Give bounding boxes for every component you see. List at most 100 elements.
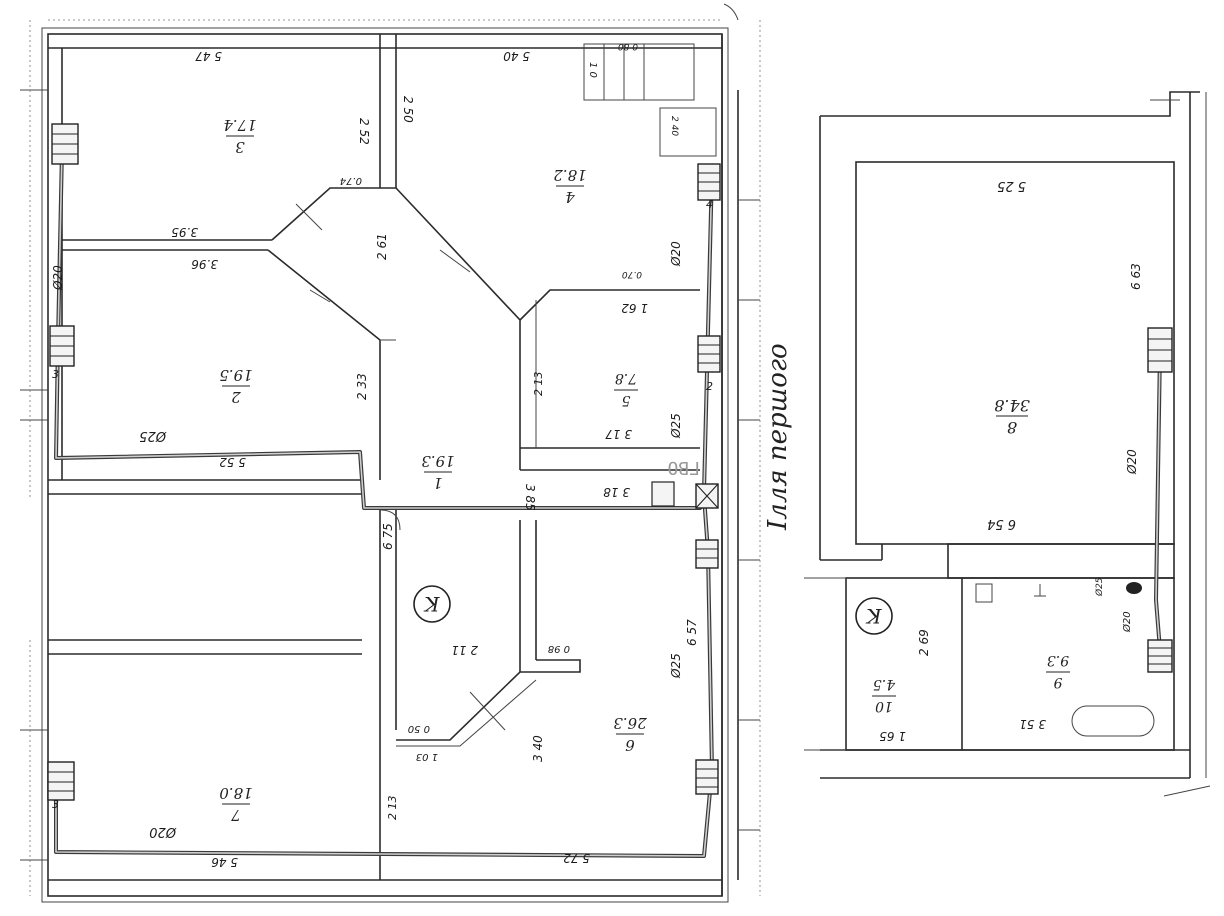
svg-text:19.3: 19.3 bbox=[421, 452, 454, 470]
svg-text:Ø20: Ø20 bbox=[1121, 611, 1133, 633]
svg-text:9: 9 bbox=[1053, 674, 1062, 690]
svg-text:0.74: 0.74 bbox=[340, 175, 362, 186]
gas-meter-mark bbox=[1126, 582, 1142, 594]
svg-text:1 0: 1 0 bbox=[587, 62, 598, 78]
svg-text:5 40: 5 40 bbox=[503, 49, 530, 63]
room-label-10: 10 4.5 bbox=[872, 676, 896, 714]
room-label-6: 6 26.3 bbox=[613, 714, 647, 754]
svg-text:10: 10 bbox=[875, 698, 893, 714]
svg-text:Ø20: Ø20 bbox=[669, 241, 683, 267]
svg-text:K: K bbox=[423, 592, 440, 616]
room-label-7: 7 18.0 bbox=[219, 784, 253, 824]
svg-text:2 69: 2 69 bbox=[917, 629, 931, 656]
svg-text:3: 3 bbox=[235, 138, 245, 156]
svg-text:9.3: 9.3 bbox=[1047, 652, 1069, 668]
svg-text:Ø25: Ø25 bbox=[139, 428, 167, 443]
svg-text:3 18: 3 18 bbox=[603, 485, 630, 499]
room-label-1: 1 19.3 bbox=[421, 452, 454, 492]
svg-text:6: 6 bbox=[625, 736, 635, 754]
svg-text:3.96: 3.96 bbox=[191, 257, 218, 271]
radiator-room9 bbox=[1147, 639, 1173, 673]
radiator-tag: 3 bbox=[52, 368, 59, 381]
svg-text:5: 5 bbox=[621, 392, 630, 408]
boiler-marker-annex: K bbox=[855, 597, 893, 635]
svg-text:8: 8 bbox=[1007, 418, 1017, 437]
building-walls bbox=[20, 3, 761, 903]
svg-text:7: 7 bbox=[231, 806, 241, 824]
radiator-room7 bbox=[47, 761, 75, 801]
svg-text:0 98: 0 98 bbox=[548, 643, 570, 654]
svg-text:5 52: 5 52 bbox=[219, 455, 246, 469]
pipe-labels: Ø20 Ø25 Ø20 Ø25 Ø25 Ø20 Ø20 Ø20 Ø25 bbox=[51, 241, 1139, 839]
svg-text:18.0: 18.0 bbox=[219, 784, 253, 802]
svg-text:Ø25: Ø25 bbox=[1094, 577, 1105, 597]
room-label-3: 3 17.4 bbox=[223, 116, 256, 156]
svg-text:1 65: 1 65 bbox=[879, 729, 906, 743]
svg-text:5 46: 5 46 bbox=[211, 855, 238, 869]
svg-text:2 52: 2 52 bbox=[357, 118, 371, 145]
svg-text:6 54: 6 54 bbox=[987, 516, 1016, 531]
svg-text:1 62: 1 62 bbox=[621, 301, 648, 315]
radiator-room6b bbox=[695, 759, 719, 795]
svg-text:6 75: 6 75 bbox=[381, 523, 395, 550]
bathtub-shape bbox=[1071, 705, 1155, 737]
svg-text:2 61: 2 61 bbox=[375, 233, 389, 260]
room-label-4: 4 18.2 bbox=[553, 166, 586, 206]
radiator-room8 bbox=[1147, 327, 1173, 373]
room-label-8: 8 34.8 bbox=[994, 396, 1030, 437]
svg-text:7.8: 7.8 bbox=[615, 370, 637, 386]
svg-text:2 11: 2 11 bbox=[451, 643, 478, 657]
svg-text:2 33: 2 33 bbox=[355, 373, 369, 400]
svg-text:2 40: 2 40 bbox=[669, 116, 679, 136]
svg-text:3 51: 3 51 bbox=[1019, 717, 1046, 731]
sink-shape bbox=[975, 583, 993, 603]
meter-box bbox=[651, 481, 675, 507]
dimension-labels: 5 47 5 40 2 52 2 50 0.74 3.95 3.96 2 61 … bbox=[171, 41, 1143, 869]
svg-text:2 13: 2 13 bbox=[532, 372, 545, 397]
room-label-5: 5 7.8 bbox=[614, 370, 638, 408]
svg-text:5 25: 5 25 bbox=[997, 178, 1026, 193]
svg-text:5 72: 5 72 bbox=[563, 851, 590, 865]
boiler-box bbox=[695, 483, 719, 509]
svg-text:3.95: 3.95 bbox=[171, 225, 198, 239]
boiler-marker-main: K bbox=[413, 585, 451, 623]
radiator-room3 bbox=[51, 123, 79, 165]
svg-text:K: K bbox=[865, 604, 882, 628]
svg-text:1 03: 1 03 bbox=[416, 751, 438, 762]
svg-text:18.2: 18.2 bbox=[553, 166, 586, 184]
svg-text:5 47: 5 47 bbox=[195, 49, 222, 63]
svg-text:4.5: 4.5 bbox=[873, 676, 896, 692]
sheet-title: Ілля першого bbox=[763, 343, 793, 531]
svg-text:4: 4 bbox=[565, 188, 576, 206]
radiator-room6a bbox=[695, 539, 719, 569]
svg-text:3 85: 3 85 bbox=[523, 484, 537, 511]
room-label-9: 9 9.3 bbox=[1046, 652, 1070, 690]
svg-text:34.8: 34.8 bbox=[994, 396, 1030, 415]
svg-text:3 40: 3 40 bbox=[531, 735, 545, 762]
svg-text:Ø20: Ø20 bbox=[149, 824, 177, 839]
svg-text:1: 1 bbox=[433, 474, 443, 492]
svg-text:Ø20: Ø20 bbox=[1125, 449, 1139, 475]
svg-text:6 63: 6 63 bbox=[1129, 263, 1143, 290]
stamp-text: ГВО bbox=[667, 457, 700, 478]
svg-text:3 17: 3 17 bbox=[605, 427, 632, 441]
svg-text:2 13: 2 13 bbox=[386, 796, 399, 821]
radiator-room4 bbox=[697, 163, 721, 201]
svg-text:26.3: 26.3 bbox=[613, 714, 647, 732]
radiator-tag: 3 bbox=[52, 798, 59, 811]
svg-text:0 80: 0 80 bbox=[618, 41, 638, 51]
svg-text:2: 2 bbox=[231, 388, 242, 406]
svg-text:Ø20: Ø20 bbox=[51, 265, 65, 291]
room-label-2: 2 19.5 bbox=[219, 366, 252, 406]
svg-text:17.4: 17.4 bbox=[223, 116, 256, 134]
svg-text:19.5: 19.5 bbox=[219, 366, 252, 384]
svg-text:0.70: 0.70 bbox=[622, 269, 642, 279]
radiator-room5 bbox=[697, 335, 721, 373]
svg-text:Ø25: Ø25 bbox=[669, 413, 683, 439]
radiator-tag: 2 bbox=[706, 380, 713, 393]
svg-text:2 50: 2 50 bbox=[401, 96, 415, 123]
svg-text:Ø25: Ø25 bbox=[669, 653, 683, 679]
svg-text:6 57: 6 57 bbox=[685, 619, 699, 646]
radiator-room2 bbox=[49, 325, 75, 367]
